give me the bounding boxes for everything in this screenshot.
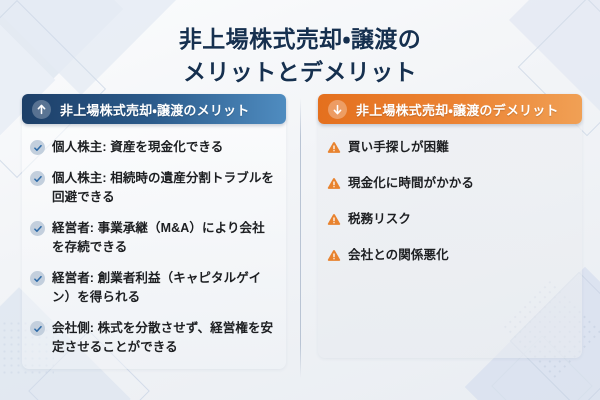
check-icon <box>30 140 45 155</box>
list-item: 現金化に時間がかかる <box>326 174 572 193</box>
list-item-label: 個人株主: 相続時の遺産分割トラブルを回避できる <box>52 171 275 204</box>
check-icon <box>30 171 45 186</box>
check-icon <box>30 321 45 336</box>
page-title-line-2: メリットとデメリット <box>183 59 417 86</box>
list-item: 個人株主: 相続時の遺産分割トラブルを回避できる <box>30 169 276 207</box>
list-item: 経営者: 創業者利益（キャピタルゲイン）を得られる <box>30 269 276 307</box>
demerit-header-label: 非上場株式売却・譲渡のデメリット <box>356 102 559 118</box>
list-item: 会社との関係悪化 <box>326 246 572 265</box>
check-icon <box>30 221 45 236</box>
list-item-label: 現金化に時間がかかる <box>348 176 475 190</box>
merit-panel: 非上場株式売却・譲渡のメリット 個人株主: 資産を現金化できる <box>22 94 286 369</box>
list-item-label: 税務リスク <box>348 212 412 226</box>
arrow-down-icon <box>328 99 347 119</box>
warning-icon <box>326 212 341 227</box>
list-item: 税務リスク <box>326 210 572 229</box>
demerit-list: 買い手探しが困難 現金化に時間がかかる <box>318 138 582 265</box>
column-divider <box>300 98 301 378</box>
demerit-panel: 非上場株式売却・譲渡のデメリット 買い手探しが困難 <box>318 94 582 358</box>
check-icon <box>30 271 45 286</box>
merit-header: 非上場株式売却・譲渡のメリット <box>22 94 286 124</box>
page-title-line-1: 非上場株式売却・譲渡の <box>178 26 422 53</box>
list-item-label: 会社との関係悪化 <box>348 248 449 262</box>
list-item-label: 会社側: 株式を分散させず、経営権を安定させることができる <box>52 321 274 354</box>
list-item-label: 買い手探しが困難 <box>348 140 449 154</box>
list-item: 会社側: 株式を分散させず、経営権を安定させることができる <box>30 319 276 357</box>
list-item-label: 経営者: 創業者利益（キャピタルゲイン）を得られる <box>52 271 262 304</box>
merit-column: 非上場株式売却・譲渡のメリット 個人株主: 資産を現金化できる <box>22 94 286 369</box>
list-item-label: 個人株主: 資産を現金化できる <box>52 140 224 154</box>
list-item: 買い手探しが困難 <box>326 138 572 157</box>
comparison-columns: 非上場株式売却・譲渡のメリット 個人株主: 資産を現金化できる <box>0 94 600 384</box>
warning-icon <box>326 248 341 263</box>
page-title: 非上場株式売却・譲渡の メリットとデメリット <box>0 23 600 88</box>
list-item: 経営者: 事業承継（M&A）により会社を存続できる <box>30 219 276 257</box>
list-item: 個人株主: 資産を現金化できる <box>30 138 276 157</box>
arrow-up-icon <box>32 99 51 119</box>
list-item-label: 経営者: 事業承継（M&A）により会社を存続できる <box>52 221 265 254</box>
merit-list: 個人株主: 資産を現金化できる 個人株主: 相続時の遺産分割トラブルを回避できる <box>22 138 286 357</box>
demerit-header: 非上場株式売却・譲渡のデメリット <box>318 94 582 124</box>
merit-header-label: 非上場株式売却・譲渡のメリット <box>60 102 250 118</box>
warning-icon <box>326 176 341 191</box>
demerit-column: 非上場株式売却・譲渡のデメリット 買い手探しが困難 <box>318 94 582 358</box>
warning-icon <box>326 140 341 155</box>
